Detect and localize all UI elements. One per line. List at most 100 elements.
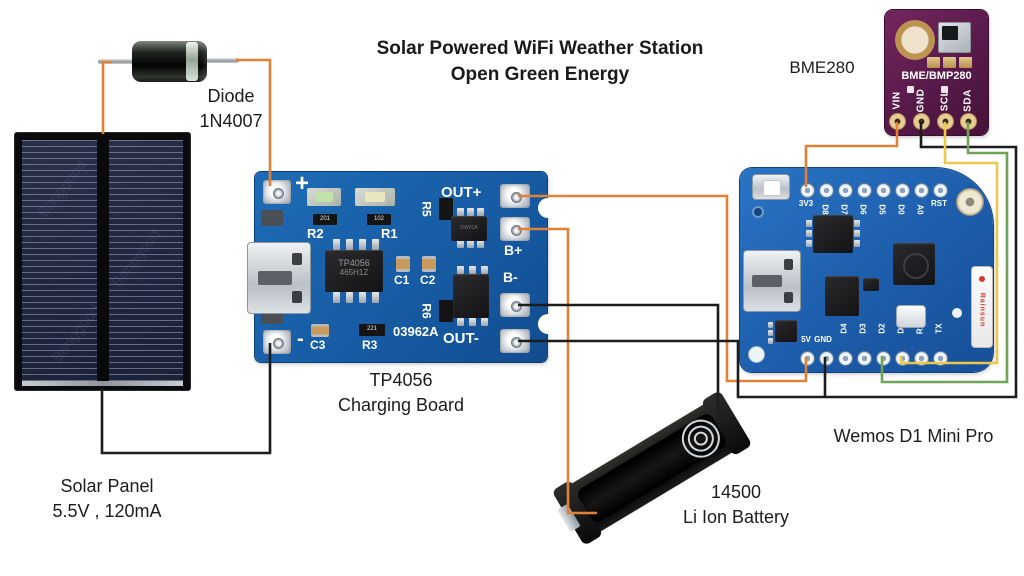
pin-label: 3V3 [798, 199, 814, 208]
reset-button [752, 174, 790, 200]
diagram-title: Solar Powered WiFi Weather Station Open … [280, 36, 800, 88]
b-minus-silk: B- [503, 269, 518, 285]
aux-chip [825, 276, 859, 316]
out-minus-pad [500, 329, 530, 353]
pin-d1 [894, 350, 910, 366]
pin-label: GND [814, 335, 832, 344]
mounting-hole [748, 346, 765, 363]
solar-panel: Banggood Banggood Banggood [15, 133, 190, 390]
pin-3v3 [799, 182, 815, 198]
c3-capacitor [311, 324, 329, 337]
board-notch [538, 198, 558, 218]
resistor: 102 [367, 214, 391, 225]
smd-component [907, 86, 914, 93]
pin-d8 [818, 182, 834, 198]
c1-silk: C1 [394, 273, 410, 287]
ufl-antenna-connector [956, 188, 984, 216]
out-plus-silk: OUT+ [441, 184, 482, 201]
charge-led [307, 188, 341, 206]
pin-tx [932, 350, 948, 366]
b-minus-pad [500, 293, 530, 317]
solder-pad [261, 210, 283, 226]
pin-rx [913, 350, 929, 366]
pin-label: D5 [877, 204, 887, 215]
solder-pad [959, 57, 972, 68]
diode-lead-right [206, 58, 239, 63]
regulator-chip [775, 320, 797, 342]
r1-silk: R1 [381, 226, 398, 241]
dw01a-chip: DW01A [451, 216, 487, 241]
vin-pad [888, 113, 906, 130]
pin-label: D6 [858, 204, 868, 215]
pin-d5 [875, 182, 891, 198]
pin-5v [799, 350, 815, 366]
solder-pad [927, 57, 940, 68]
diode-cathode-band [186, 42, 198, 81]
mounting-hole [895, 20, 935, 60]
pin-d7 [837, 182, 853, 198]
charger-minus-pad [263, 330, 291, 354]
sda-pad [959, 113, 977, 130]
solar-panel-frame-edge [22, 381, 183, 386]
mounting-hole [752, 206, 764, 218]
pin-rst [932, 182, 948, 198]
pin-label: D3 [858, 323, 868, 334]
wemos-label: Wemos D1 Mini Pro [833, 426, 994, 446]
out-minus-silk: OUT- [443, 330, 479, 347]
r2-silk: R2 [307, 226, 324, 241]
bme280-board: BME/BMP280 VIN GND SCL SDA [885, 10, 988, 135]
board-notch [538, 314, 558, 334]
c1-capacitor [396, 256, 410, 272]
r6-silk: R6 [419, 303, 434, 319]
charger-microusb-port [247, 242, 311, 314]
flash-chip [813, 215, 853, 253]
b-plus-pad [500, 217, 530, 241]
diode-lead-left [98, 59, 134, 64]
b-plus-silk: B+ [504, 242, 523, 258]
c2-silk: C2 [420, 273, 436, 287]
wemos-d1-mini-pro-board: 3V3 D8 D7 D6 D5 D0 A0 RST 5V GND D4 D3 D… [740, 168, 993, 372]
pin-d4 [837, 350, 853, 366]
wemos-microusb-port [743, 250, 801, 312]
gnd-pad [912, 113, 930, 130]
rainsun-antenna: Rainsun [971, 266, 993, 348]
c2-capacitor [422, 256, 436, 272]
r6-resistor [439, 300, 453, 322]
diode-1n4007 [132, 41, 207, 82]
bme-title-silk: BME/BMP280 [901, 70, 972, 82]
pin-label: D4 [839, 323, 849, 334]
mounting-hole [952, 308, 962, 318]
r5-resistor [439, 198, 453, 220]
pin-d2 [875, 350, 891, 366]
bme280-label: BME280 [789, 58, 855, 77]
wire-panel-pos-to-diode [101, 60, 112, 134]
minus-silk: - [297, 328, 304, 350]
watermark: Banggood [34, 156, 90, 221]
tp4056-board: + - 201 102 R2 R1 TP4056 465H1Z R5 R6 [247, 170, 558, 362]
pin-label: TX [934, 323, 944, 334]
pin-label: D2 [877, 323, 887, 334]
r3-resistor: 221 [359, 324, 385, 336]
resistor: 201 [313, 214, 337, 225]
smd-component [941, 86, 948, 93]
mosfet-chip [453, 274, 489, 318]
pin-d0 [894, 182, 910, 198]
scl-pad [936, 113, 954, 130]
board-id-silk: 03962A [393, 324, 439, 339]
solar-panel-cells: Banggood Banggood Banggood [22, 140, 183, 381]
pin-label: D0 [896, 204, 906, 215]
tp4056-chip: TP4056 465H1Z [325, 250, 383, 292]
pin-gnd [818, 350, 834, 366]
r3-silk: R3 [362, 338, 378, 352]
r5-silk: R5 [419, 201, 434, 217]
plus-silk: + [295, 170, 310, 197]
small-ic [863, 278, 879, 291]
title-line2: Open Green Energy [450, 64, 630, 85]
bme280-sensor-chip [938, 22, 971, 53]
c3-silk: C3 [310, 338, 326, 352]
charger-plus-pad [263, 180, 291, 204]
